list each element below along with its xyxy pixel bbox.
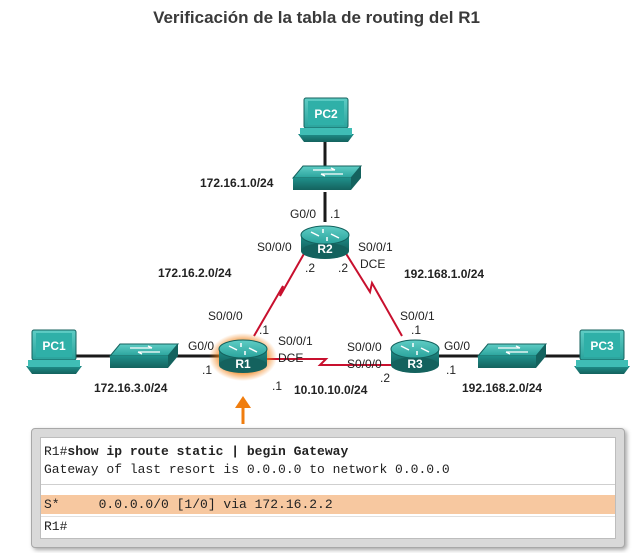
network-label-r3-lan: 192.168.2.0/24 xyxy=(462,381,542,395)
r3-label: R3 xyxy=(407,357,423,371)
r3-s001-ip: .1 xyxy=(411,323,421,337)
terminal-output: R1#show ip route static | begin Gateway … xyxy=(40,437,616,539)
r2-g00-label: G0/0 xyxy=(290,207,316,221)
switch-r1-lan[interactable] xyxy=(108,343,180,368)
r2-s000-label: S0/0/0 xyxy=(257,240,292,254)
r3-s000-ip: .2 xyxy=(380,371,390,385)
serial-link-r1-r2 xyxy=(253,251,306,337)
topology-diagram: PC2 PC1 PC3 xyxy=(26,97,630,424)
serial-link-r1-r3 xyxy=(266,358,392,366)
network-label-r2-r3: 192.168.1.0/24 xyxy=(404,267,484,281)
terminal-separator-2 xyxy=(41,516,615,517)
network-label-r1-r2: 172.16.2.0/24 xyxy=(158,266,232,280)
r1-label: R1 xyxy=(235,357,251,371)
r3-g00-label: G0/0 xyxy=(444,339,470,353)
r2-s000-ip: .2 xyxy=(305,261,315,275)
terminal-line-prompt: R1# xyxy=(44,519,68,534)
terminal-separator xyxy=(41,484,615,485)
terminal-line-command: R1#show ip route static | begin Gateway xyxy=(44,442,615,461)
terminal-line-gateway: Gateway of last resort is 0.0.0.0 to net… xyxy=(44,462,450,477)
serial-links xyxy=(253,251,403,366)
pointer-arrow xyxy=(235,396,251,424)
pc1-label: PC1 xyxy=(42,339,66,353)
switch-r2-lan[interactable] xyxy=(291,165,363,190)
r3-s000-label-a: S0/0/0 xyxy=(347,340,382,354)
pc3-device[interactable]: PC3 xyxy=(574,329,630,374)
r1-g00-label: G0/0 xyxy=(188,339,214,353)
switch-r3-lan[interactable] xyxy=(476,343,548,368)
network-label-r1-lan: 172.16.3.0/24 xyxy=(94,381,168,395)
router-r3[interactable]: R3 xyxy=(390,339,440,373)
router-r2[interactable]: R2 xyxy=(300,225,350,259)
pc2-label: PC2 xyxy=(314,107,338,121)
terminal-line-static-route: S* 0.0.0.0/0 [1/0] via 172.16.2.2 xyxy=(41,495,615,514)
r2-label: R2 xyxy=(317,242,333,256)
r1-s000-ip: .1 xyxy=(259,323,269,337)
terminal-window: R1#show ip route static | begin Gateway … xyxy=(31,428,625,548)
r1-s001-label: S0/0/1 xyxy=(278,334,313,348)
pc1-device[interactable]: PC1 xyxy=(26,329,82,374)
pc2-device[interactable]: PC2 xyxy=(298,97,354,142)
r3-s001-label: S0/0/1 xyxy=(400,309,435,323)
terminal-prompt: R1# xyxy=(44,444,68,459)
network-label-r2-lan: 172.16.1.0/24 xyxy=(200,176,274,190)
r1-g00-ip: .1 xyxy=(202,363,212,377)
router-r1[interactable]: R1 xyxy=(218,339,268,373)
r3-g00-ip: .1 xyxy=(446,363,456,377)
r2-s001-dce: DCE xyxy=(360,257,385,271)
r1-s001-dce: DCE xyxy=(278,351,303,365)
r1-s000-label: S0/0/0 xyxy=(208,309,243,323)
r1-s001-ip: .1 xyxy=(272,379,282,393)
network-label-r1-r3: 10.10.10.0/24 xyxy=(294,383,368,397)
r2-s001-label: S0/0/1 xyxy=(358,240,393,254)
pc3-label: PC3 xyxy=(590,339,614,353)
serial-link-r2-r3 xyxy=(344,251,403,337)
r2-s001-ip: .2 xyxy=(338,261,348,275)
terminal-command: show ip route static | begin Gateway xyxy=(67,444,349,459)
diagram-title: Verificación de la tabla de routing del … xyxy=(153,8,480,27)
r3-s000-label-b: S0/0/0 xyxy=(347,357,382,371)
r2-g00-ip: .1 xyxy=(330,207,340,221)
